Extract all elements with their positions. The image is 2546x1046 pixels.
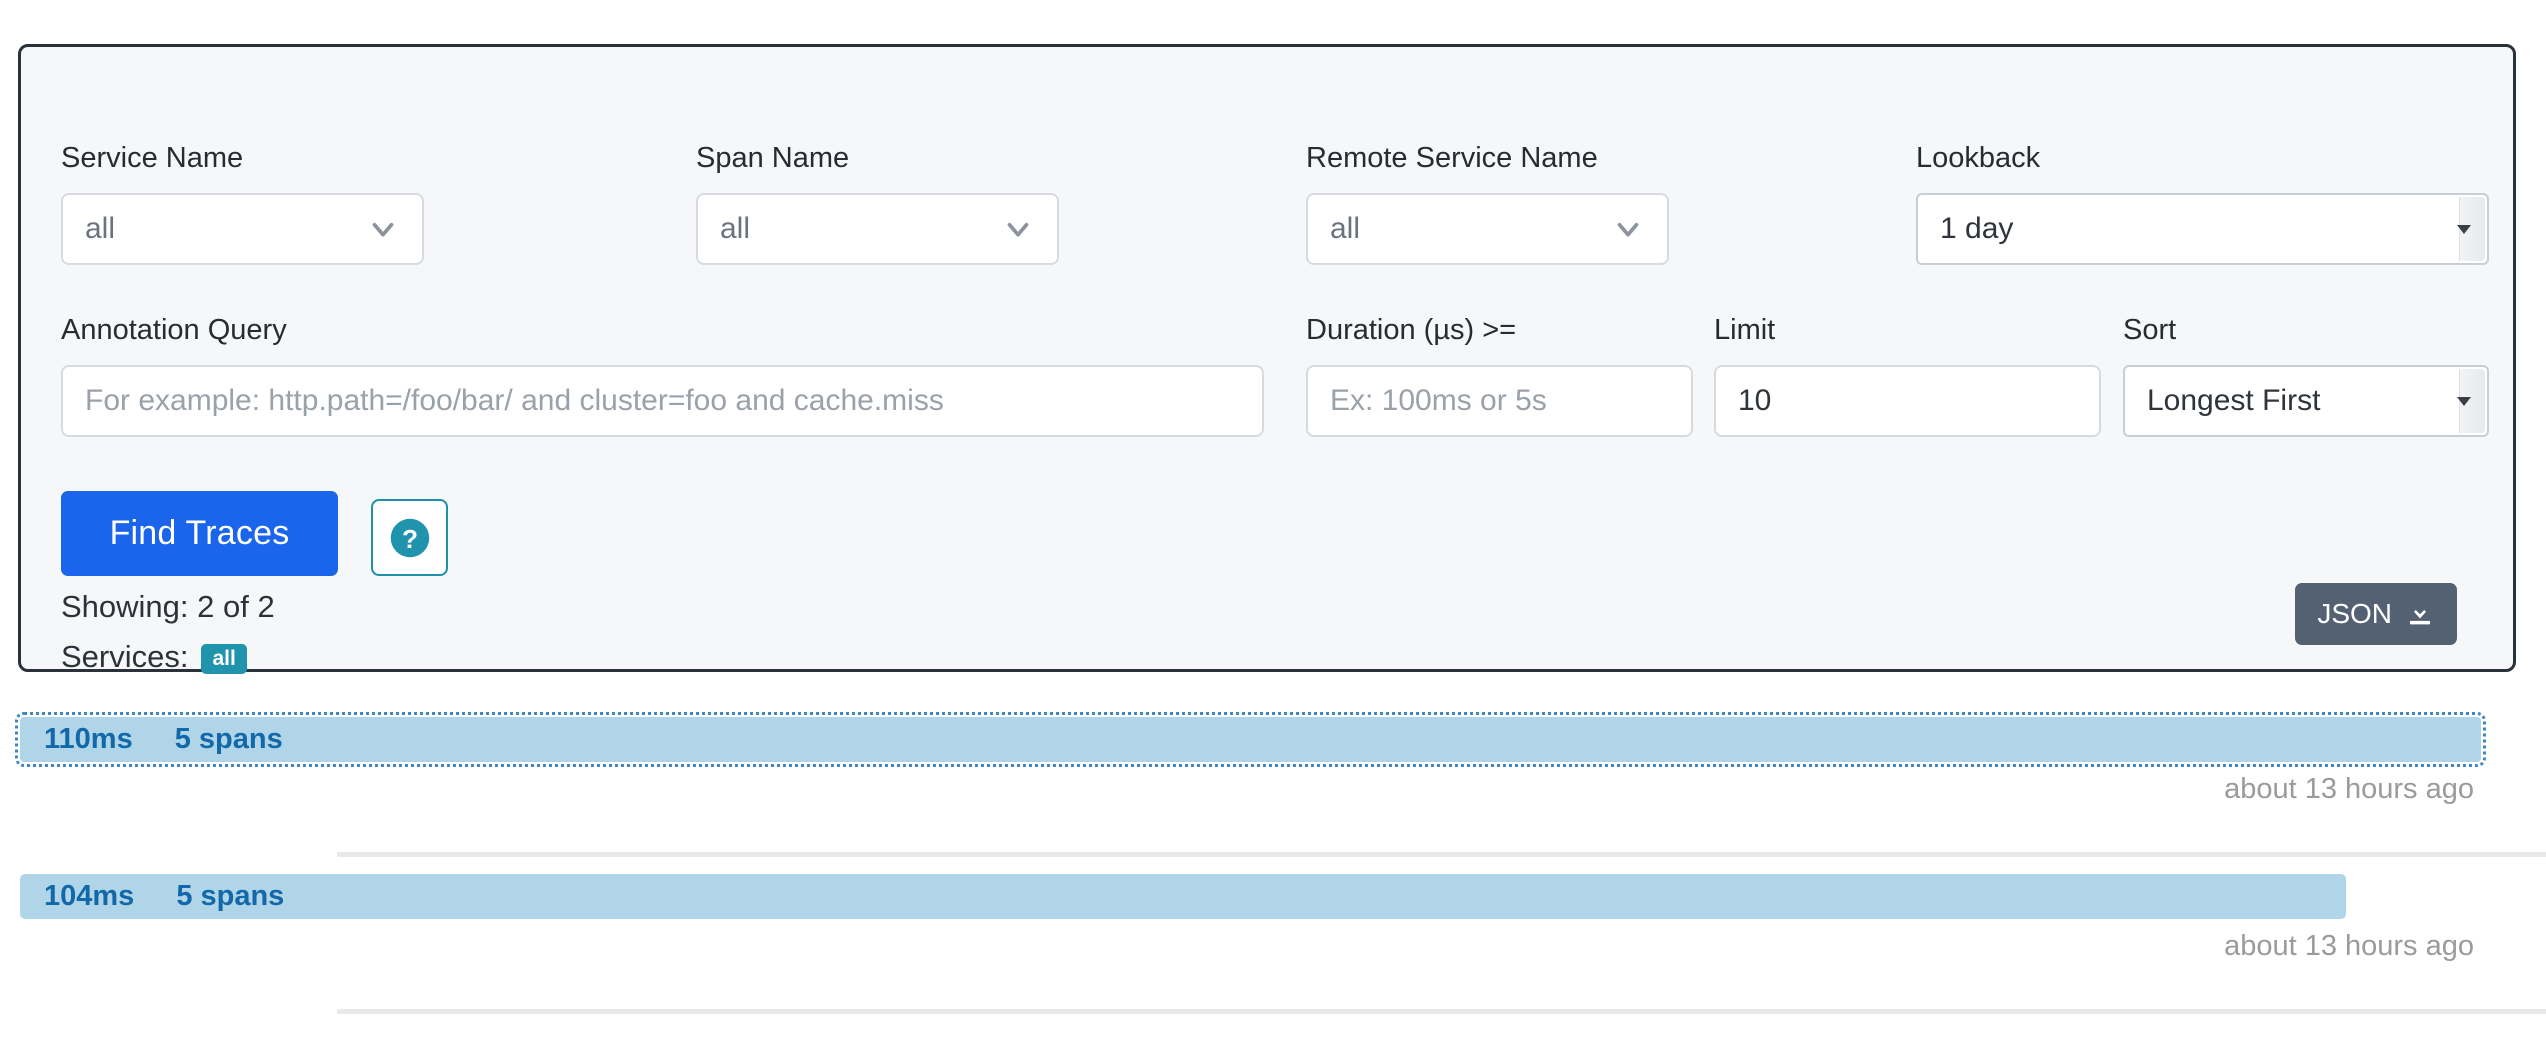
remote-service-name-label: Remote Service Name (1306, 142, 1598, 174)
span-name-value: all (720, 212, 751, 245)
lookback-label: Lookback (1916, 142, 2041, 174)
sort-value: Longest First (2147, 384, 2321, 417)
divider (337, 1009, 2546, 1014)
status-badge: all (201, 644, 247, 674)
help-button[interactable]: ? (371, 499, 448, 576)
lookback-value: 1 day (1940, 212, 2014, 245)
chevron-down-icon (366, 212, 400, 246)
trace-timestamp: about 13 hours ago (2224, 773, 2474, 805)
divider (337, 852, 2546, 857)
field-duration: Duration (µs) >= Ex: 100ms or 5s (1306, 313, 1693, 437)
annotation-query-input[interactable]: For example: http.path=/foo/bar/ and clu… (61, 365, 1264, 437)
annotation-query-label: Annotation Query (61, 314, 287, 346)
field-limit: Limit 10 (1714, 313, 2101, 437)
question-circle-icon: ? (389, 517, 431, 559)
limit-label: Limit (1714, 314, 1776, 346)
service-name-select[interactable]: all (61, 193, 424, 265)
showing-count: Showing: 2 of 2 (61, 589, 275, 624)
duration-label: Duration (µs) >= (1306, 314, 1517, 346)
download-icon (2405, 599, 2435, 629)
find-traces-button[interactable]: Find Traces (61, 491, 338, 576)
trace-results-list: 110ms 5 spans about 13 hours ago 104ms 5… (0, 700, 2546, 1014)
trace-result-row[interactable]: 104ms 5 spans about 13 hours ago (0, 857, 2546, 1014)
service-name-value: all (85, 212, 116, 245)
json-download-button[interactable]: JSON (2295, 583, 2457, 645)
service-name-label: Service Name (61, 142, 244, 174)
svg-text:?: ? (401, 523, 417, 553)
chevron-down-icon (1611, 212, 1645, 246)
services-summary: Services: all (61, 639, 247, 675)
duration-input[interactable]: Ex: 100ms or 5s (1306, 365, 1693, 437)
field-lookback: Lookback 1 day (1916, 141, 2489, 265)
field-sort: Sort Longest First (2123, 313, 2489, 437)
field-span-name: Span Name all (696, 141, 1059, 265)
remote-service-name-select[interactable]: all (1306, 193, 1669, 265)
caret-down-icon (2457, 397, 2471, 406)
limit-value: 10 (1738, 384, 1772, 417)
span-name-select[interactable]: all (696, 193, 1059, 265)
remote-service-name-value: all (1330, 212, 1361, 245)
lookback-select[interactable]: 1 day (1916, 193, 2489, 265)
trace-duration: 110ms (44, 723, 133, 755)
trace-duration: 104ms (44, 880, 135, 912)
caret-down-icon (2457, 225, 2471, 234)
json-button-label: JSON (2317, 598, 2392, 629)
search-panel: Service Name all Span Name all Remote Se… (18, 44, 2516, 675)
sort-label: Sort (2123, 314, 2177, 346)
field-annotation-query: Annotation Query For example: http.path=… (61, 313, 1264, 437)
trace-timestamp: about 13 hours ago (2224, 930, 2474, 962)
field-service-name: Service Name all (61, 141, 424, 265)
sort-select[interactable]: Longest First (2123, 365, 2489, 437)
chevron-down-icon (1001, 212, 1035, 246)
trace-duration-bar[interactable]: 104ms 5 spans (20, 874, 2346, 919)
limit-input[interactable]: 10 (1714, 365, 2101, 437)
trace-duration-bar[interactable]: 110ms 5 spans (15, 712, 2486, 767)
services-label: Services: (61, 639, 189, 674)
duration-placeholder: Ex: 100ms or 5s (1330, 384, 1547, 417)
span-name-label: Span Name (696, 142, 850, 174)
trace-span-count: 5 spans (176, 880, 285, 912)
trace-span-count: 5 spans (174, 723, 283, 755)
trace-result-row[interactable]: 110ms 5 spans about 13 hours ago (0, 700, 2546, 857)
annotation-query-placeholder: For example: http.path=/foo/bar/ and clu… (85, 384, 944, 417)
field-remote-service-name: Remote Service Name all (1306, 141, 1669, 265)
